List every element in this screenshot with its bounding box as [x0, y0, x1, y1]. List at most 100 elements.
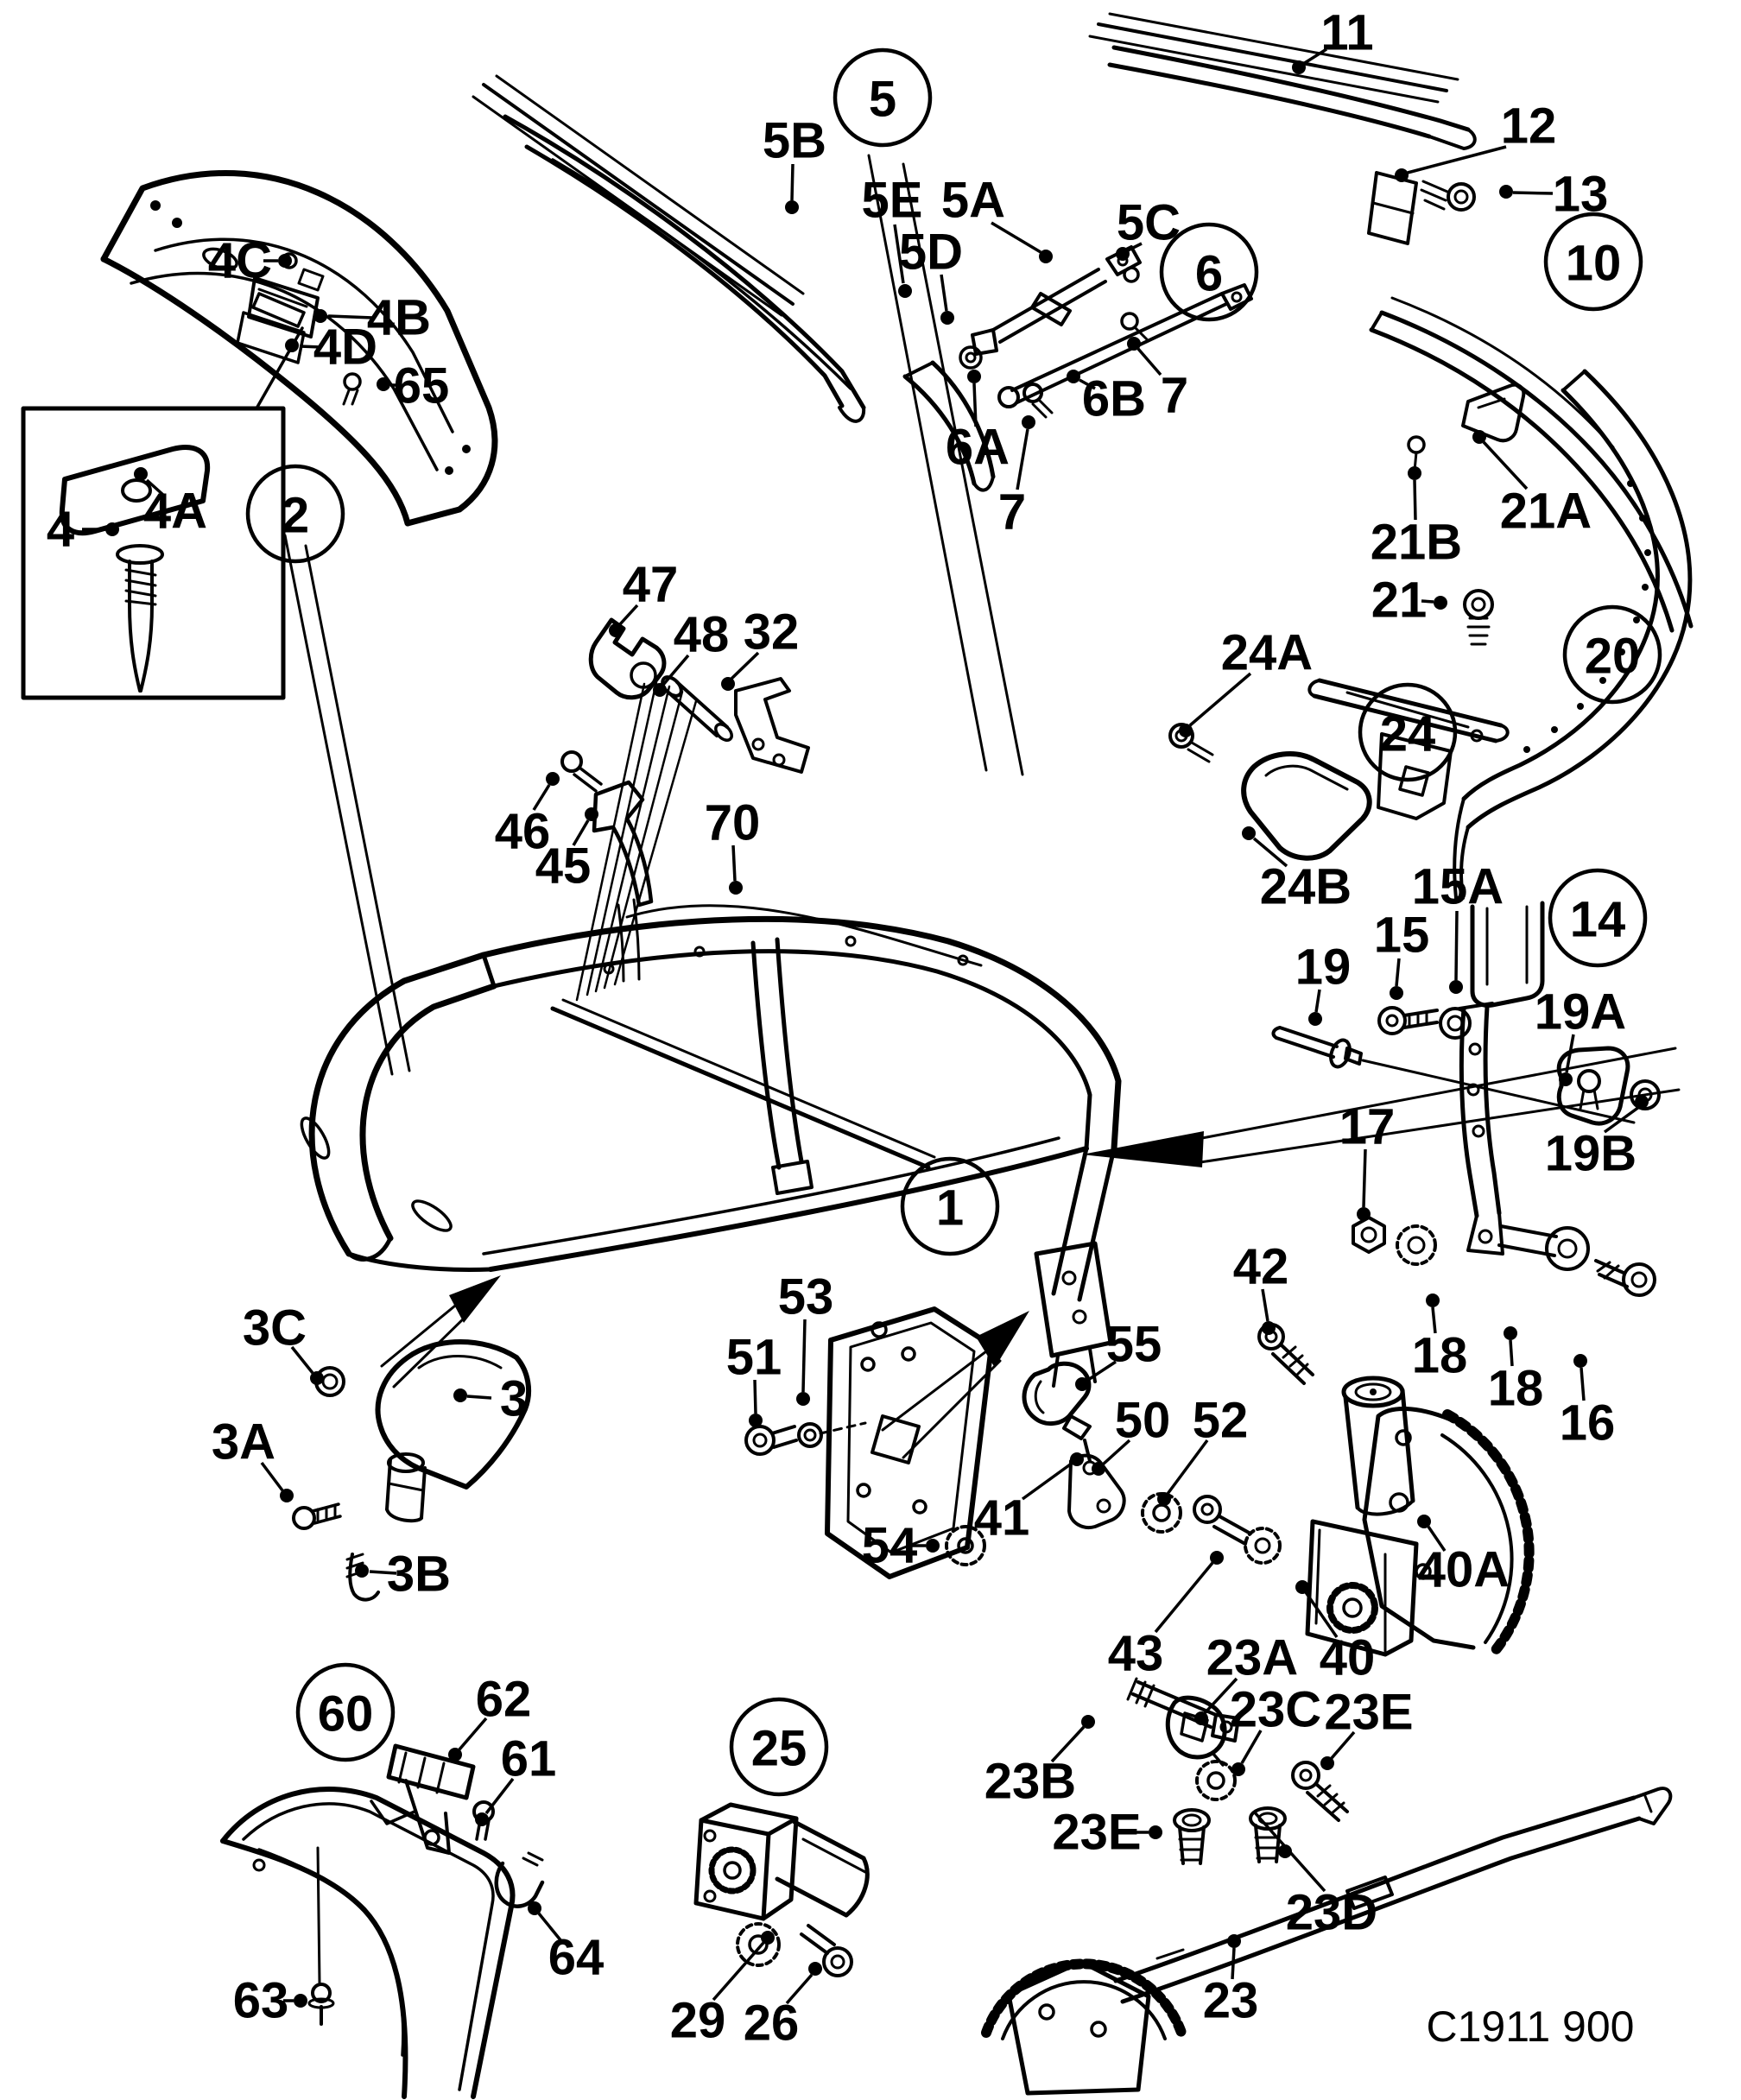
callout-23A: 23A [1194, 1630, 1298, 1725]
part-label-61: 61 [501, 1731, 557, 1787]
leader-dot [1231, 1762, 1245, 1776]
callout-23E: 23E [1052, 1805, 1162, 1861]
assembly-ref-circle [900, 1156, 1000, 1256]
callout-42: 42 [1233, 1239, 1289, 1335]
leader-line [1203, 1677, 1238, 1715]
part-label-17: 17 [1339, 1099, 1396, 1155]
part-label-24A: 24A [1221, 625, 1313, 681]
leader-dot [761, 1931, 775, 1945]
assembly-ref-label-60: 60 [318, 1686, 374, 1743]
drawing-hinge-3 [292, 1339, 532, 1602]
leader-dot [1149, 1825, 1162, 1839]
callout-70: 70 [705, 795, 761, 895]
part-label-52: 52 [1193, 1393, 1249, 1449]
part-label-4B: 4B [367, 290, 431, 346]
leader-line [1087, 1360, 1117, 1382]
leader-dot [1022, 415, 1035, 429]
part-label-50: 50 [1115, 1393, 1171, 1449]
part-label-5D: 5D [899, 225, 963, 281]
callout-65: 65 [377, 358, 449, 414]
leader-dot [1426, 1294, 1440, 1307]
leader-dot [1559, 1072, 1573, 1086]
part-label-4D: 4D [313, 319, 377, 376]
drawing-bracket-24 [1168, 678, 1510, 861]
part-label-45: 45 [535, 838, 592, 895]
leader-line [991, 221, 1041, 254]
leader-line [753, 1379, 757, 1414]
callout-6A: 6A [946, 370, 1010, 476]
assembly-ref-label-20: 20 [1585, 629, 1641, 685]
callout-5B: 5B [763, 113, 826, 214]
leader-dot [1573, 1354, 1587, 1368]
drawing-reference-lines [283, 154, 1024, 1076]
leader-dot [448, 1748, 462, 1762]
part-label-62: 62 [476, 1672, 532, 1728]
leader-dot [967, 370, 981, 383]
assembly-ref-circle [729, 1697, 829, 1797]
assembly-ref-label-1: 1 [936, 1180, 964, 1237]
assembly-ref-circle [245, 464, 345, 564]
leader-dot [1116, 247, 1130, 261]
callout-63: 63 [233, 1973, 307, 2029]
leader-line [617, 604, 639, 627]
callout-21B: 21B [1371, 466, 1462, 571]
leader-line [145, 478, 166, 497]
assembly-ref-14: 14 [1548, 868, 1648, 968]
callout-19: 19 [1295, 939, 1351, 1026]
part-label-4C: 4C [208, 233, 272, 289]
part-label-70: 70 [705, 795, 761, 851]
part-label-23A: 23A [1206, 1630, 1298, 1686]
leader-line [1407, 145, 1507, 174]
leader-dot [355, 1564, 369, 1578]
leader-dot [749, 1414, 763, 1427]
assembly-ref-circle [1358, 682, 1458, 782]
leader-line [1431, 1306, 1437, 1334]
part-label-3C: 3C [243, 1300, 307, 1357]
leader-line [1166, 1439, 1209, 1496]
leader-line [1362, 1148, 1367, 1208]
leader-line [1154, 1561, 1214, 1634]
leader-dot [1320, 1756, 1334, 1770]
leader-dot [313, 309, 327, 323]
leader-line [532, 784, 551, 811]
leader-line [458, 1717, 488, 1751]
part-label-18: 18 [1488, 1361, 1544, 1417]
callout-4B: 4B [313, 290, 431, 346]
part-label-3B: 3B [387, 1547, 451, 1603]
leader-dot [1157, 1492, 1171, 1506]
leader-dot [1635, 1095, 1649, 1109]
drawing-drive-motor-40 [1305, 1376, 1535, 1657]
callout-55: 55 [1075, 1317, 1162, 1391]
part-label-3A: 3A [212, 1414, 275, 1471]
part-label-41: 41 [974, 1490, 1030, 1547]
part-label-43: 43 [1108, 1626, 1164, 1682]
leader-line [1231, 1947, 1236, 1980]
callout-4: 4 [47, 502, 119, 558]
assembly-ref-label-10: 10 [1566, 236, 1622, 292]
part-label-46: 46 [495, 804, 551, 860]
leader-dot [1434, 596, 1447, 610]
part-label-19A: 19A [1535, 984, 1626, 1041]
part-label-40: 40 [1320, 1630, 1376, 1686]
callout-32: 32 [721, 604, 799, 691]
part-label-42: 42 [1233, 1239, 1289, 1295]
leader-line [1421, 599, 1434, 604]
leader-line [1101, 1439, 1131, 1466]
callout-62: 62 [448, 1672, 531, 1762]
callout-61: 61 [475, 1731, 557, 1826]
leader-line [1127, 242, 1143, 252]
assembly-ref-60: 60 [295, 1662, 396, 1762]
drawing-pivot-bracket-53 [744, 1306, 994, 1579]
leader-line [1603, 1105, 1641, 1134]
callout-46: 46 [495, 772, 560, 860]
part-label-21A: 21A [1500, 484, 1592, 540]
leader-dot [1395, 168, 1409, 182]
leader-dot [1227, 1934, 1241, 1948]
leader-dot [796, 1392, 810, 1406]
callout-12: 12 [1395, 98, 1556, 182]
leader-line [466, 1395, 492, 1400]
assembly-ref-circle [295, 1662, 396, 1762]
leader-dot [1075, 1377, 1089, 1391]
assembly-ref-label-24: 24 [1380, 706, 1436, 762]
assembly-ref-label-25: 25 [751, 1721, 807, 1777]
